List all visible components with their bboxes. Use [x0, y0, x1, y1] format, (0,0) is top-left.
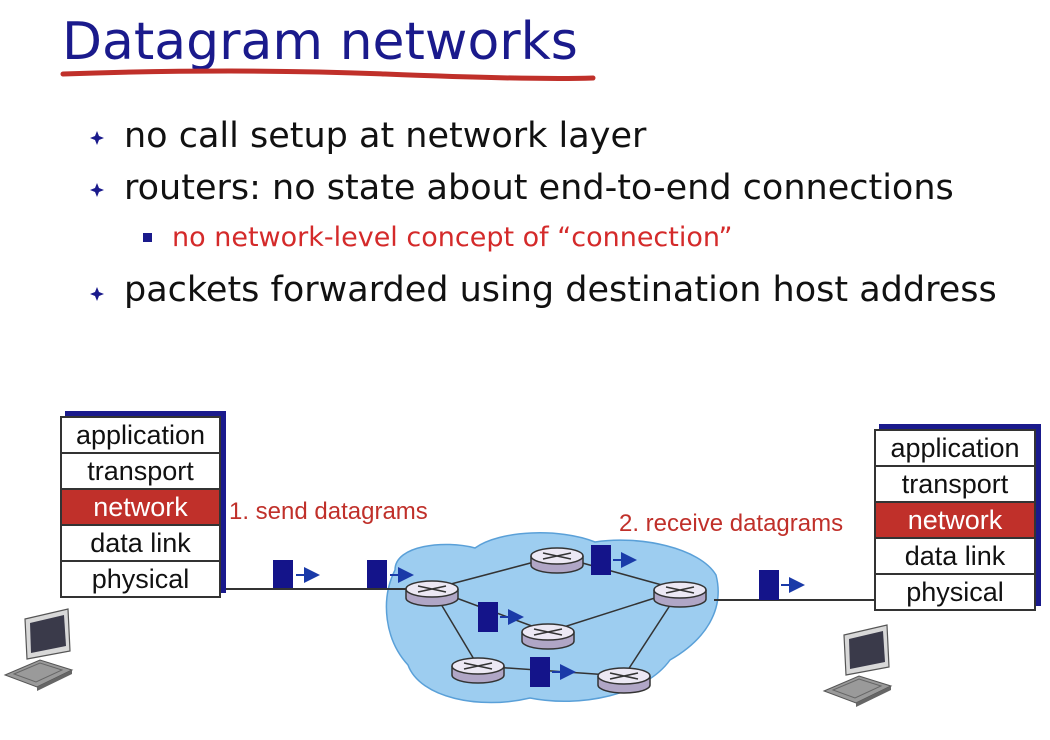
datagram-icon	[759, 570, 805, 600]
bullet-text: packets forwarded using destination host…	[124, 270, 997, 310]
stack-layer-data-link: data link	[876, 539, 1034, 575]
stack-layer-physical: physical	[906, 576, 1004, 607]
diamond-bullet-icon	[90, 287, 104, 301]
datagram-icon	[591, 545, 637, 575]
stack-layer-application: application	[62, 418, 219, 454]
router-icon	[597, 667, 651, 694]
stack-layer-transport: transport	[876, 467, 1034, 503]
slide-title: Datagram networks	[62, 12, 578, 72]
router-icon	[653, 581, 707, 608]
diamond-bullet-icon	[90, 131, 104, 145]
send-datagrams-label: 1. send datagrams	[229, 498, 428, 525]
stack-layer-network: network	[62, 490, 219, 526]
title-underline	[60, 68, 596, 81]
stack-layer-transport: transport	[62, 454, 219, 490]
stack-layer-data-link: data link	[62, 526, 219, 562]
router-icon	[451, 657, 505, 684]
receiver-protocol-stack: application transport network data link …	[874, 429, 1036, 611]
receive-datagrams-label: 2. receive datagrams	[619, 510, 844, 537]
stack-layer-application: application	[876, 431, 1034, 467]
computer-icon	[3, 608, 74, 691]
stack-layer-physical: physical	[91, 563, 190, 594]
sender-protocol-stack: application transport network data link …	[60, 416, 221, 598]
datagram-icon	[530, 657, 576, 687]
bullet-text: routers: no state about end-to-end conne…	[124, 168, 954, 208]
router-icon	[530, 547, 584, 574]
bullet-text: no call setup at network layer	[124, 116, 647, 156]
datagram-icon	[478, 602, 524, 632]
diamond-bullet-icon	[90, 183, 104, 197]
stack-layer-network: network	[876, 503, 1034, 539]
datagram-icon	[273, 560, 320, 588]
router-icon	[521, 623, 575, 650]
computer-icon	[822, 624, 893, 707]
datagram-icon	[367, 560, 414, 588]
sub-bullet-text: no network-level concept of “connection”	[172, 222, 733, 253]
square-bullet-icon	[143, 233, 152, 242]
router-icon	[405, 580, 459, 607]
